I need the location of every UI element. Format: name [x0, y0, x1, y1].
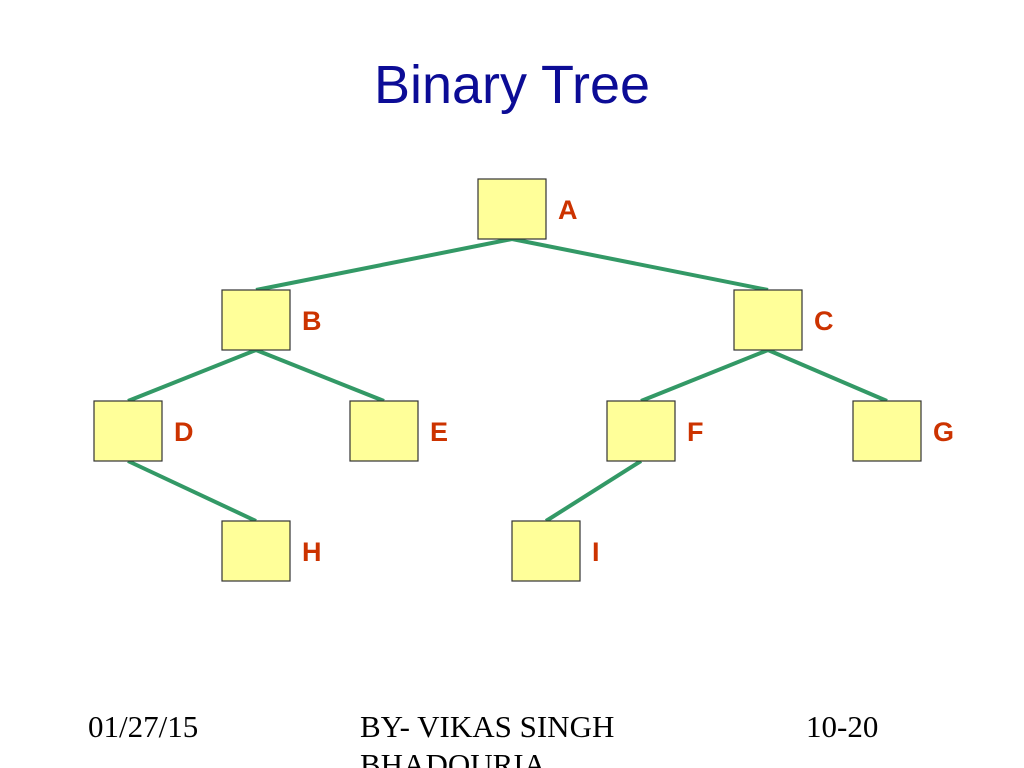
tree-node-f: F: [606, 400, 704, 462]
edge-c-f: [640, 348, 769, 403]
node-label-a: A: [558, 195, 578, 225]
node-box-a: [477, 178, 547, 240]
node-box-h: [221, 520, 291, 582]
edge-c-g: [767, 348, 888, 403]
node-label-h: H: [302, 537, 322, 567]
footer-page-number: 10-20: [806, 709, 879, 744]
edge-b-d: [127, 348, 257, 403]
edges-layer: [127, 237, 888, 523]
node-box-c: [733, 289, 803, 351]
node-box-f: [606, 400, 676, 462]
tree-node-a: A: [477, 178, 578, 240]
footer-author: BY- VIKAS SINGH BHADOURIA: [360, 709, 615, 768]
node-label-c: C: [814, 306, 834, 336]
footer-date: 01/27/15: [88, 709, 199, 744]
node-label-g: G: [933, 417, 954, 447]
tree-node-e: E: [349, 400, 448, 462]
tree-node-d: D: [93, 400, 194, 462]
edge-d-h: [127, 459, 257, 523]
node-label-i: I: [592, 537, 600, 567]
node-label-f: F: [687, 417, 704, 447]
edge-f-i: [544, 459, 643, 523]
node-label-d: D: [174, 417, 194, 447]
tree-node-h: H: [221, 520, 322, 582]
node-box-d: [93, 400, 163, 462]
tree-node-b: B: [221, 289, 322, 351]
slide-title: Binary Tree: [373, 55, 651, 115]
node-box-b: [221, 289, 291, 351]
node-box-e: [349, 400, 419, 462]
tree-node-c: C: [733, 289, 834, 351]
node-label-e: E: [430, 417, 448, 447]
edge-b-e: [255, 348, 385, 403]
edge-a-c: [511, 237, 769, 292]
node-box-i: [511, 520, 581, 582]
node-label-b: B: [302, 306, 322, 336]
nodes-layer: A B C D E F G H I: [93, 178, 954, 582]
tree-node-g: G: [852, 400, 954, 462]
edge-a-b: [255, 237, 513, 292]
node-box-g: [852, 400, 922, 462]
tree-node-i: I: [511, 520, 600, 582]
